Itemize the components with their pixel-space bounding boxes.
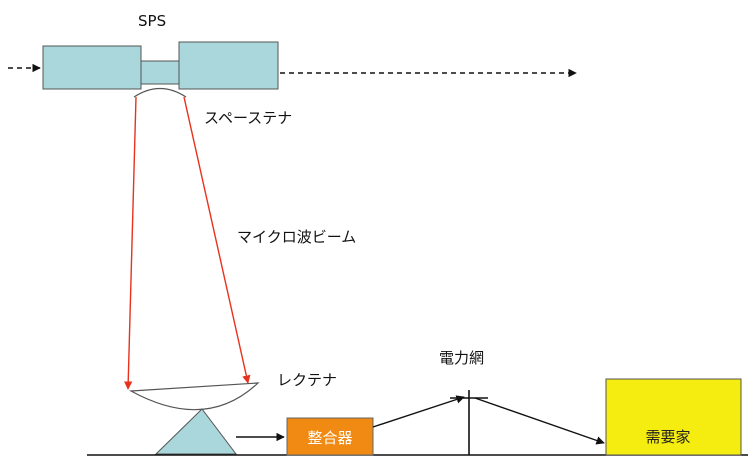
rectenna-base [154, 408, 238, 455]
power-grid-label: 電力網 [439, 349, 484, 367]
spacetenna-label: スペーステナ [204, 109, 292, 127]
consumer-box [605, 378, 742, 456]
solar-panel-right [178, 41, 279, 90]
satellite-core [140, 60, 180, 85]
sps-label: SPS [138, 12, 166, 30]
beam-line-left [124, 96, 137, 390]
rectenna-dish [128, 382, 260, 411]
spacetenna-dish [133, 87, 187, 98]
arrow-to-grid [372, 395, 465, 428]
matching-unit-box [286, 417, 374, 456]
sps-satellite [42, 41, 279, 98]
consumer-label: 需要家 [645, 428, 690, 446]
arrow-to-consumer [474, 397, 605, 445]
matching-unit-label: 整合器 [307, 429, 352, 447]
rectenna-label: レクテナ [277, 371, 337, 389]
microwave-beam-label: マイクロ波ビーム [237, 228, 356, 246]
solar-panel-left [42, 45, 142, 90]
beam-line-right [183, 96, 251, 384]
